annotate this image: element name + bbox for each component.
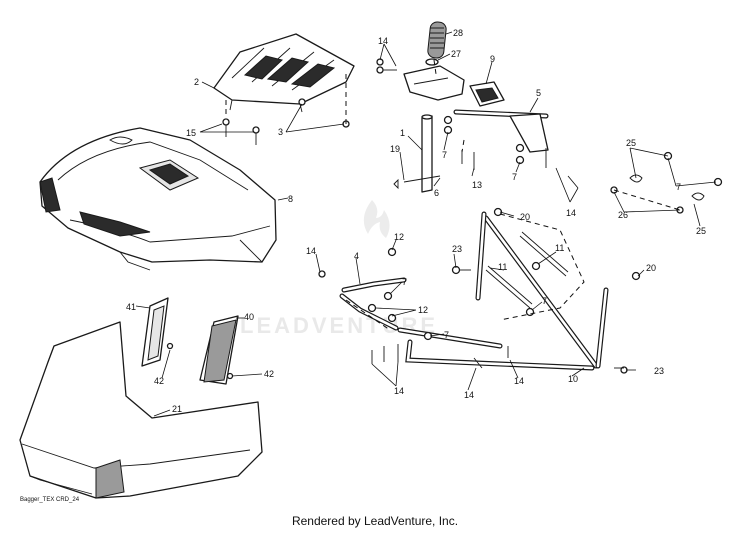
callout-7-a: 7 [442,150,447,160]
callout-7-b: 7 [512,172,517,182]
part-tube [421,114,433,193]
callout-20-right: 20 [646,263,656,273]
part-rear-panel [199,315,239,385]
watermark: LEADVENTURE [240,200,438,338]
callout-25-top: 25 [626,138,636,148]
callout-20-top: 20 [520,212,530,222]
callout-7-d: 7 [402,277,407,287]
callout-7-f: 7 [444,330,449,340]
callout-10: 10 [568,374,578,384]
part-frame [397,211,609,371]
drawing-code: Bagger_TEX CRD_24 [20,497,80,503]
callout-14-bottom-right: 14 [514,376,524,386]
callout-8: 8 [288,194,293,204]
leader-lines [135,31,717,417]
callout-14-right: 14 [566,208,576,218]
watermark-flame-icon [363,200,390,238]
callout-28: 28 [453,28,463,38]
callout-27: 27 [451,49,461,59]
callout-3: 3 [278,127,283,137]
callout-23-top: 23 [452,244,462,254]
part-bracket-bar [339,277,407,331]
part-side-strip [141,297,169,367]
callout-42-right: 42 [264,369,274,379]
part-bag [19,321,263,499]
part-links [485,231,569,309]
callout-6: 6 [434,188,439,198]
callout-11-left: 11 [498,262,507,272]
callout-41: 41 [126,302,136,312]
callout-5: 5 [536,88,541,98]
callout-1: 1 [400,128,405,138]
callout-12-top: 12 [394,232,404,242]
footer-credit: Rendered by LeadVenture, Inc. [291,514,459,528]
callout-14-bottom-left: 14 [394,386,404,396]
callout-25-bottom: 25 [696,226,706,236]
part-vent-cover [213,33,355,113]
callout-14-left: 14 [306,246,316,256]
part-lever-bracket [403,65,505,107]
callout-26: 26 [618,210,628,220]
callout-21: 21 [172,404,182,414]
part-hood [39,127,277,271]
part-grip [425,21,447,66]
callout-labels: 2 15 3 8 14 28 27 9 1 5 19 7 6 13 7 14 2… [126,28,706,414]
callout-9: 9 [490,54,495,64]
callout-2: 2 [194,77,199,87]
callout-7-e: 7 [542,296,547,306]
watermark-text: LEADVENTURE [240,313,438,338]
callout-42-left: 42 [154,376,164,386]
callout-11-right: 11 [555,243,564,253]
callout-4: 4 [354,251,359,261]
callout-19: 19 [390,144,400,154]
part-lever-arm [453,109,549,153]
callout-12-bottom: 12 [418,305,428,315]
callout-14-bottom-mid: 14 [464,390,474,400]
callout-7-c: 7 [676,182,681,192]
callout-14-top: 14 [378,36,388,46]
callout-40: 40 [244,312,254,322]
callout-23-bottom: 23 [654,366,664,376]
callout-15: 15 [186,128,196,138]
assembly-lines [225,59,681,331]
callout-13: 13 [472,180,482,190]
